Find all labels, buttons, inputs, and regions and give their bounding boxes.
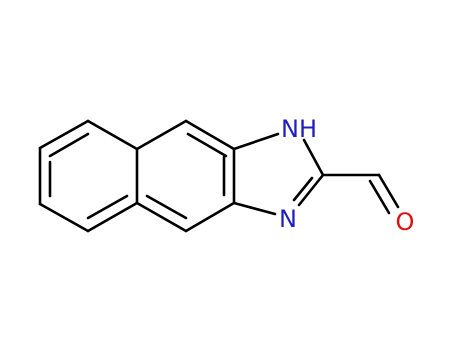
bond [184,201,236,233]
bond [184,119,236,151]
double-bond-inner [48,132,90,158]
nh-atom-label: NH [281,115,317,143]
bond [302,138,325,177]
middle-aromatic-ring [135,119,236,233]
aldehyde-group [321,173,400,215]
bond [38,202,90,233]
bond [135,201,188,233]
bond [232,201,277,216]
bond [86,201,139,233]
bond [86,119,139,151]
bond [38,119,90,150]
double-bond-inner [368,179,391,215]
bond [297,173,325,207]
double-bond-inner [186,132,228,158]
n-atom-label: N [279,205,297,233]
double-bond-inner [292,176,314,202]
double-bond-inner [145,194,188,220]
bond [135,119,188,151]
o-atom-label: O [396,208,415,236]
imidazole-ring [232,132,325,216]
double-bond-inner [86,194,129,220]
bond [232,132,280,151]
left-aromatic-ring [38,119,139,233]
bond [377,173,400,209]
